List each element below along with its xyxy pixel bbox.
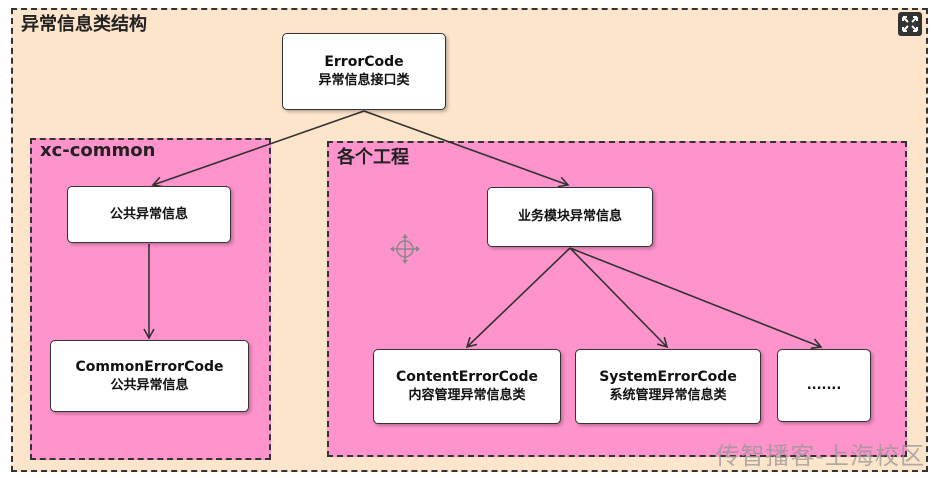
node-system-error-code-name: SystemErrorCode [599,369,737,386]
move-cursor-icon [388,232,422,266]
projects-group-title: 各个工程 [337,147,409,168]
node-error-code-desc: 异常信息接口类 [318,73,410,89]
node-common-error-code[interactable]: CommonErrorCode 公共异常信息 [50,340,249,412]
node-content-error-code-desc: 内容管理异常信息类 [408,388,526,404]
arrow-errorcode-to-common-info [151,110,365,188]
node-system-error-code[interactable]: SystemErrorCode 系统管理异常信息类 [575,349,761,424]
arrow-business-to-content-error-code [465,247,571,349]
arrow-business-to-system-error-code [569,247,669,349]
node-error-code[interactable]: ErrorCode 异常信息接口类 [282,33,446,110]
expand-icon[interactable] [898,12,922,36]
exception-structure-title: 异常信息类结构 [21,14,147,35]
node-common-error-code-name: CommonErrorCode [75,358,224,375]
node-business-info[interactable]: 业务模块异常信息 [487,187,653,247]
watermark: 传智播客-上海校区 [715,442,925,470]
node-content-error-code-name: ContentErrorCode [395,369,538,386]
arrow-errorcode-to-business-info [363,110,570,188]
node-more[interactable]: ....... [777,349,871,422]
arrow-business-to-more [569,247,823,350]
xc-common-group-title: xc-common [40,140,156,161]
node-system-error-code-desc: 系统管理异常信息类 [609,388,727,404]
node-common-info[interactable]: 公共异常信息 [67,186,231,243]
expand-icon-glyph [902,16,918,32]
node-business-info-label: 业务模块异常信息 [517,209,622,225]
node-common-error-code-desc: 公共异常信息 [110,377,189,393]
node-error-code-name: ErrorCode [324,54,404,71]
node-more-label: ....... [806,377,842,393]
node-content-error-code[interactable]: ContentErrorCode 内容管理异常信息类 [373,349,561,424]
node-common-info-label: 公共异常信息 [109,206,188,222]
